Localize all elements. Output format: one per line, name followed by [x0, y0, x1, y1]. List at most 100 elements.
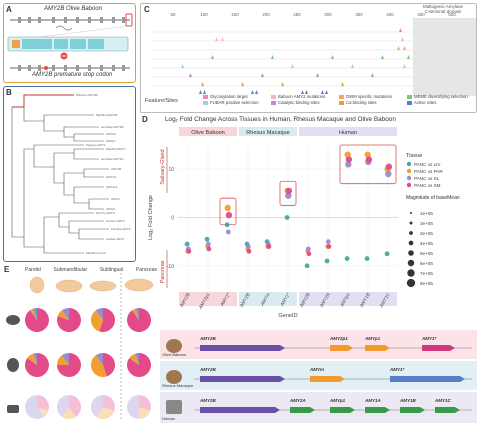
feature-legend-item: Active Sites: [407, 100, 471, 105]
data-point: [225, 229, 231, 235]
svg-text:AMYp1: AMYp1: [106, 207, 116, 211]
human-label: Human: [162, 416, 175, 421]
size-legend-swatch: [408, 240, 414, 246]
pie-slice: [91, 310, 103, 332]
size-legend-label: 7e+05: [420, 271, 433, 276]
human-gene-1: AMY2A: [290, 398, 306, 403]
tissue-pancreas: Pancreas: [135, 267, 157, 273]
panel-a-gene-title: AMY2B Olive Baboon: [44, 6, 103, 12]
data-point: [266, 244, 272, 249]
gene-structure-diagram: [7, 13, 133, 71]
pie-slice: [69, 395, 81, 417]
feature-legend-item: Catalytic binding sites: [271, 100, 335, 105]
legend-text: DWM specific mutations: [346, 94, 393, 99]
data-point: [186, 248, 192, 254]
y-tick-label: -10: [167, 264, 174, 270]
legend-swatch: [203, 100, 208, 105]
pie-slice: [61, 407, 77, 419]
pie-slice: [90, 355, 107, 377]
species-label: Human: [339, 130, 357, 136]
svg-text:AMY1C: AMY1C: [106, 175, 117, 179]
c-tick-label: 50: [170, 12, 176, 17]
feature-legend-item: FUBAR positive selection: [203, 100, 267, 105]
macaque-gene-1: AMYm: [310, 367, 325, 372]
panel-e: E Parotid Submandibular Sublingual Pancr…: [3, 265, 158, 423]
size-legend-label: 4e+05: [420, 241, 433, 246]
data-point: [184, 241, 190, 247]
data-point: [364, 151, 371, 158]
feature-legend-item: Glycosylation target: [203, 94, 267, 99]
svg-text:AMYp1: AMYp1: [106, 139, 116, 143]
svg-text:AMY2A: AMY2A: [106, 132, 116, 136]
svg-text:PonAbe AMY2: PonAbe AMY2: [111, 227, 131, 231]
tissue-legend-label: PANC vs PAR: [414, 169, 443, 174]
legend-text: Catalytic binding sites: [278, 100, 320, 105]
data-point: [246, 248, 252, 254]
human-gene-3: AMY1A: [365, 398, 381, 403]
svg-text:CalJac AMY2: CalJac AMY2: [106, 237, 124, 241]
panel-e-label: E: [4, 265, 10, 274]
legend-swatch: [271, 94, 276, 99]
species-label: Rhesus Macaque: [246, 130, 290, 136]
pie-slice: [57, 310, 69, 320]
svg-text:PapAnu AMY2B: PapAnu AMY2B: [76, 93, 98, 97]
pie-slice: [103, 353, 116, 377]
data-point: [385, 163, 393, 170]
size-legend-swatch: [410, 212, 412, 214]
pie-slice: [129, 353, 139, 365]
x-tick-label: AMYm: [259, 292, 271, 307]
pie-slice: [25, 395, 45, 419]
c-tick-label: 300: [324, 12, 332, 17]
c-tick-label: 400: [386, 12, 394, 17]
data-point: [245, 244, 251, 249]
legend-swatch: [271, 100, 276, 105]
svg-text:AMYm: AMYm: [111, 197, 121, 201]
legend-swatch: [339, 100, 344, 105]
data-point: [325, 239, 331, 245]
size-legend-swatch: [407, 269, 415, 277]
macaque-label: Rhesus Macaque: [162, 383, 194, 388]
pie-slice: [103, 395, 116, 411]
pie-slice: [61, 308, 69, 320]
svg-text:MacMul AMY1: MacMul AMY1: [106, 147, 126, 151]
pie-slice: [27, 353, 37, 365]
size-legend-swatch: [408, 250, 414, 256]
tissue-legend-swatch: [406, 182, 412, 188]
bottom-tissue-label: Pancreas: [160, 260, 166, 283]
panel-b-label: B: [6, 88, 12, 97]
pie-slice: [95, 407, 115, 419]
gene-band: [299, 292, 397, 306]
c-tick-label: 450: [417, 12, 425, 17]
size-legend-label: 1e+05: [420, 211, 433, 216]
data-point: [204, 236, 210, 242]
feature-legend-item: Ca binding sites: [339, 100, 403, 105]
species-label: Olive Baboon: [191, 130, 225, 136]
legend-text: FUBAR positive selection: [210, 100, 259, 105]
data-point: [365, 156, 373, 163]
pie-slice: [61, 353, 69, 365]
svg-text:HomSap AMY2B: HomSap AMY2B: [101, 125, 124, 129]
tissue-legend-swatch: [406, 161, 412, 167]
tissue-legend-label: PANC vs SM: [414, 183, 441, 188]
phylogenetic-tree: PapAnu AMY2B MacMul AMY2B HomSap AMY2B AMY…: [11, 93, 131, 255]
baboon-label: Olive Baboon: [162, 352, 187, 357]
data-point: [384, 251, 390, 257]
data-point: [304, 263, 310, 269]
pie-slice: [33, 353, 37, 365]
legend-text: MEME diversifying selection: [414, 94, 468, 99]
human-gene-5: AMY1C: [435, 398, 451, 403]
pie-slice: [127, 308, 152, 332]
panel-c: C Maltogenic Amylase C-terminal domain 5…: [140, 3, 477, 113]
macaque-gene-2: AMY1*: [390, 367, 405, 372]
c-tick-label: 350: [355, 12, 363, 17]
gene-band: [239, 292, 297, 306]
tissue-submandibular: Submandibular: [53, 267, 88, 273]
data-point: [324, 258, 330, 264]
svg-text:MacMul AMY2B: MacMul AMY2B: [96, 113, 117, 117]
c-tick-label: 500: [448, 12, 456, 17]
species-band: [299, 127, 397, 136]
data-point: [344, 151, 351, 158]
y-tick-label: 10: [168, 167, 174, 173]
